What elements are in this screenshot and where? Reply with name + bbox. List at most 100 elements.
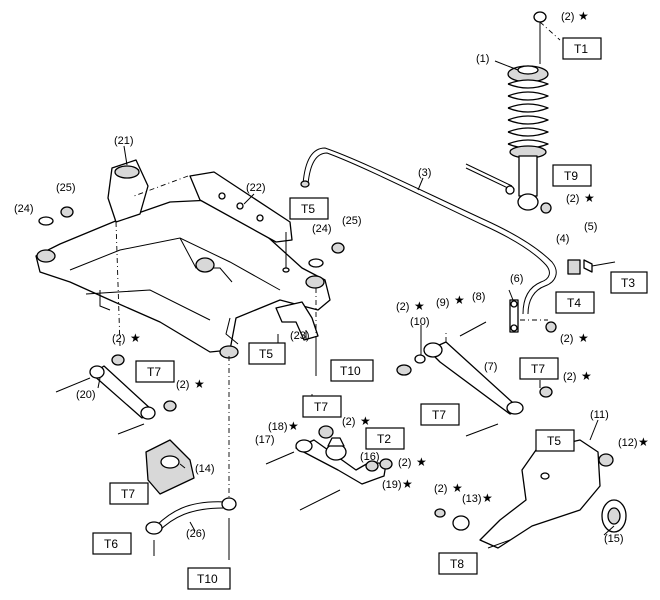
torque-box-t6: T6 bbox=[92, 532, 132, 555]
svg-text:T10: T10 bbox=[340, 364, 361, 378]
callout-25: (25) bbox=[56, 182, 76, 194]
svg-text:T4: T4 bbox=[567, 296, 581, 310]
upper-arm-part bbox=[396, 321, 553, 437]
callout-2: (2) bbox=[434, 483, 447, 495]
torque-box-t7: T7 bbox=[135, 360, 175, 383]
star-mark: ★ bbox=[414, 299, 425, 313]
star-mark: ★ bbox=[578, 331, 589, 345]
star-mark: ★ bbox=[360, 414, 371, 428]
callout-2: (2) bbox=[566, 193, 579, 205]
torque-boxes: T1 T9 T3 T4 T5 T5 T10 T7 bbox=[92, 37, 648, 590]
callout-19: (19) bbox=[382, 479, 402, 491]
torque-box-t10: T10 bbox=[330, 359, 374, 382]
star-mark: ★ bbox=[482, 491, 493, 505]
callout-18: (18) bbox=[268, 421, 288, 433]
callout-22: (22) bbox=[246, 182, 266, 194]
torque-box-t5: T5 bbox=[289, 197, 329, 220]
parts-artwork bbox=[35, 11, 627, 560]
front-lower-arm-part bbox=[265, 425, 393, 511]
torque-box-t7: T7 bbox=[109, 482, 149, 505]
star-mark: ★ bbox=[194, 377, 205, 391]
callout-2: (2) bbox=[396, 301, 409, 313]
star-mark: ★ bbox=[452, 481, 463, 495]
callout-23: (23) bbox=[290, 330, 310, 342]
star-mark: ★ bbox=[584, 191, 595, 205]
star-mark: ★ bbox=[454, 293, 465, 307]
svg-text:T1: T1 bbox=[574, 42, 588, 56]
callout-10: (10) bbox=[410, 316, 430, 328]
callout-17: (17) bbox=[255, 434, 275, 446]
callout-13: (13) bbox=[462, 493, 482, 505]
rear-housing-part bbox=[434, 439, 627, 549]
torque-box-t9: T9 bbox=[552, 164, 592, 187]
torque-box-t1: T1 bbox=[562, 37, 602, 60]
torque-box-t3: T3 bbox=[610, 271, 648, 294]
callout-11: (11) bbox=[590, 409, 609, 421]
callout-3: (3) bbox=[418, 167, 431, 179]
callout-labels: (1) (2) (3) (2) (4) (5) (6) (2) (9) (8) … bbox=[14, 11, 638, 545]
svg-text:T9: T9 bbox=[564, 169, 578, 183]
svg-text:T8: T8 bbox=[450, 557, 464, 571]
torque-box-t8: T8 bbox=[438, 552, 478, 575]
callout-21: (21) bbox=[114, 135, 134, 147]
torque-box-t2: T2 bbox=[365, 427, 405, 450]
callout-25: (25) bbox=[342, 215, 362, 227]
callout-9: (9) bbox=[436, 297, 449, 309]
trailing-link-part bbox=[143, 487, 237, 560]
callout-2: (2) bbox=[176, 379, 189, 391]
replace-star-marks: ★ ★ ★ ★ ★ ★ ★ ★ ★ ★ ★ ★ ★ ★ ★ bbox=[130, 9, 649, 505]
callout-7: (7) bbox=[484, 361, 497, 373]
crossmember-part bbox=[35, 159, 331, 359]
callout-2: (2) bbox=[342, 416, 355, 428]
leader-lines bbox=[97, 60, 615, 536]
star-mark: ★ bbox=[288, 419, 299, 433]
svg-text:T5: T5 bbox=[547, 434, 561, 448]
callout-2: (2) bbox=[563, 371, 576, 383]
shock-absorber-part bbox=[465, 11, 552, 214]
svg-text:T10: T10 bbox=[197, 572, 218, 586]
svg-text:T5: T5 bbox=[259, 347, 273, 361]
torque-box-t7: T7 bbox=[302, 395, 342, 418]
torque-box-t7: T7 bbox=[420, 403, 460, 426]
svg-text:T3: T3 bbox=[621, 276, 635, 290]
callout-8: (8) bbox=[472, 291, 485, 303]
callout-15: (15) bbox=[604, 533, 624, 545]
torque-box-t7: T7 bbox=[519, 357, 559, 380]
torque-box-t5: T5 bbox=[248, 342, 286, 365]
svg-text:T6: T6 bbox=[104, 537, 118, 551]
star-mark: ★ bbox=[581, 369, 592, 383]
svg-text:T5: T5 bbox=[301, 202, 315, 216]
torque-box-t4: T4 bbox=[555, 291, 595, 314]
callout-26: (26) bbox=[186, 528, 206, 540]
callout-5: (5) bbox=[584, 221, 597, 233]
star-mark: ★ bbox=[416, 455, 427, 469]
callout-2: (2) bbox=[112, 333, 125, 345]
stabilizer-bar-part bbox=[300, 147, 616, 333]
torque-box-t5: T5 bbox=[535, 429, 575, 452]
callout-24: (24) bbox=[312, 223, 332, 235]
callout-2: (2) bbox=[398, 457, 411, 469]
star-mark: ★ bbox=[578, 9, 589, 23]
callout-24: (24) bbox=[14, 203, 34, 215]
svg-text:T7: T7 bbox=[147, 365, 161, 379]
svg-text:T7: T7 bbox=[432, 408, 446, 422]
svg-text:T7: T7 bbox=[314, 400, 328, 414]
callout-2: (2) bbox=[561, 11, 574, 23]
svg-text:T7: T7 bbox=[531, 362, 545, 376]
callout-6: (6) bbox=[510, 273, 523, 285]
callout-2: (2) bbox=[560, 333, 573, 345]
bracket-part bbox=[275, 301, 319, 341]
star-mark: ★ bbox=[402, 477, 413, 491]
lateral-link-part bbox=[55, 354, 177, 435]
star-mark: ★ bbox=[638, 435, 649, 449]
svg-text:T2: T2 bbox=[377, 432, 391, 446]
callout-20: (20) bbox=[76, 389, 96, 401]
torque-box-t10: T10 bbox=[187, 567, 231, 590]
callout-16: (16) bbox=[360, 451, 380, 463]
callout-4: (4) bbox=[556, 233, 569, 245]
callout-14: (14) bbox=[195, 463, 215, 475]
star-mark: ★ bbox=[130, 331, 141, 345]
svg-text:T7: T7 bbox=[121, 487, 135, 501]
callout-1: (1) bbox=[476, 53, 489, 65]
